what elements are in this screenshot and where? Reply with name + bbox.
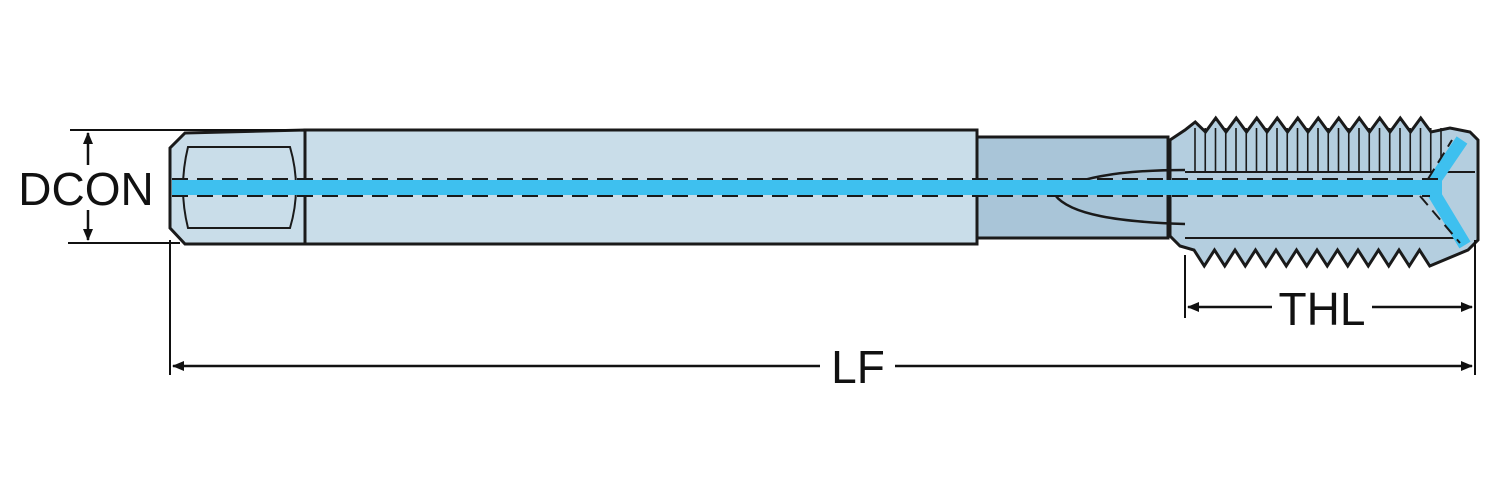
dcon-dimension: DCON <box>18 129 300 244</box>
thread-flute-lines <box>1185 128 1475 239</box>
lf-dimension: LF <box>172 341 1473 393</box>
dcon-label: DCON <box>18 163 153 215</box>
lf-label: LF <box>831 341 885 393</box>
thl-dimension: THL <box>1187 283 1473 335</box>
square-flat <box>182 146 297 229</box>
coolant-channel <box>172 136 1471 249</box>
thread-root-line <box>1185 171 1475 239</box>
thl-label: THL <box>1279 283 1366 335</box>
